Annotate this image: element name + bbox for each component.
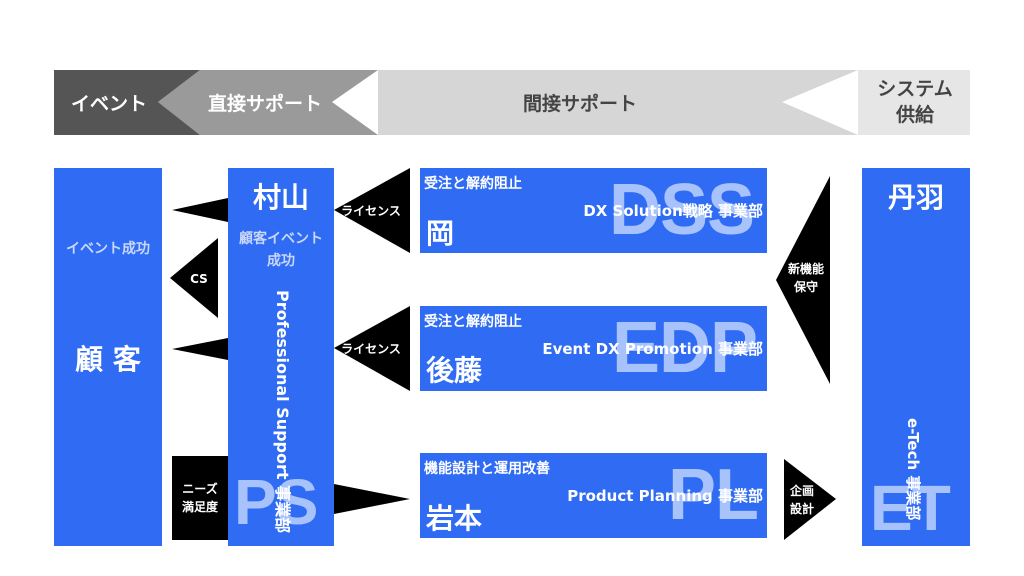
customer-box [54, 168, 162, 546]
arrow-label-license-2: ライセンス [341, 342, 401, 356]
arrow-label-needs: ニーズ 満足度 [181, 482, 218, 514]
dss-leader-name: 岡 [426, 217, 455, 250]
customer-title: 顧 客 [75, 343, 141, 376]
ps-leader-name: 村山 [252, 181, 309, 214]
et-leader-name: 丹羽 [887, 181, 944, 214]
ps-watermark: PS [234, 466, 318, 538]
band-segment-direct [158, 70, 378, 135]
arrow-label-license-1: ライセンス [341, 204, 401, 218]
dss-division: DX Solution戦略 事業部 [583, 202, 763, 220]
et-division-label: e-Tech 事業部 [904, 418, 922, 521]
pl-division: Product Planning 事業部 [567, 487, 763, 505]
band-segment-event [54, 70, 200, 135]
edp-division: Event DX Promotion 事業部 [542, 340, 763, 358]
edp-box [420, 306, 767, 391]
edp-watermark: EDP [612, 308, 758, 388]
edp-mission: 受注と解約阻止 [424, 314, 522, 330]
band-label-event: イベント [70, 93, 147, 115]
customer-caption: イベント成功 [66, 241, 150, 257]
band-label-direct: 直接サポート [207, 93, 322, 115]
dss-mission: 受注と解約阻止 [424, 176, 522, 192]
arrow-label-cs: CS [190, 272, 208, 286]
ps-caption: 顧客イベント 成功 [239, 231, 323, 269]
ps-division-label: Professional Support 事業部 [273, 290, 292, 534]
et-watermark: ET [870, 472, 951, 544]
pl-watermark: PL [668, 455, 759, 535]
edp-leader-name: 後藤 [426, 354, 483, 387]
band-segment-system [858, 70, 970, 135]
dss-box [420, 168, 767, 253]
et-box [862, 168, 970, 546]
band-label-indirect: 間接サポート [522, 93, 637, 115]
ps-box [228, 168, 334, 546]
arrow-label-new-feature: 新機能 保守 [787, 262, 824, 294]
arrow-label-planning: 企画 設計 [789, 484, 814, 516]
pl-leader-name: 岩本 [426, 502, 483, 535]
pl-mission: 機能設計と運用改善 [424, 461, 550, 477]
pl-box [420, 453, 767, 538]
dss-watermark: DSS [609, 170, 755, 250]
band-label-system: システム 供給 [877, 77, 953, 126]
band-segment-indirect [378, 70, 858, 135]
